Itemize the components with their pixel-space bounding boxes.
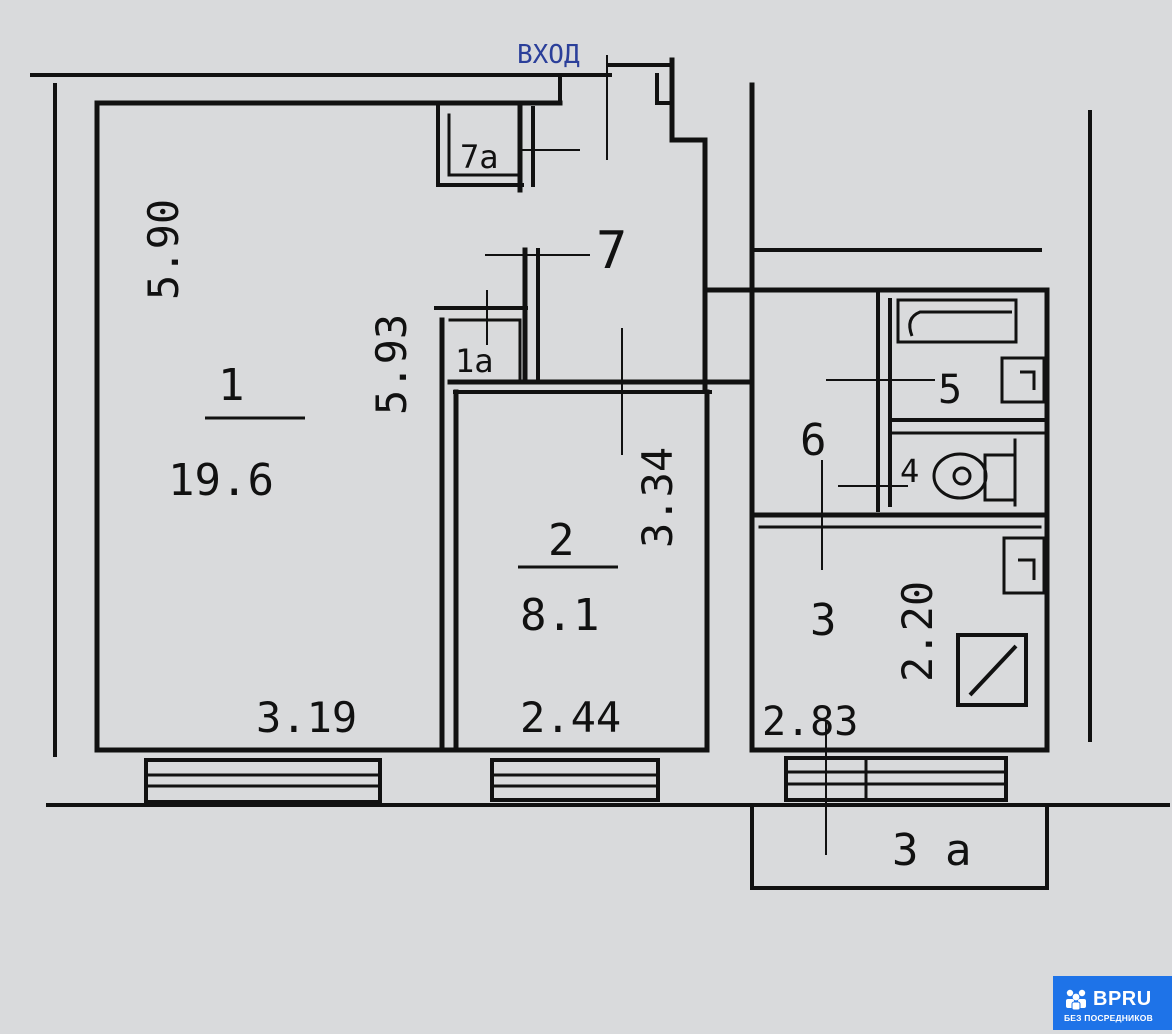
toilet-bowl	[932, 452, 988, 500]
room-2-area: 8.1	[520, 590, 599, 641]
room-7-number: 7	[596, 221, 627, 281]
niche-7a-inner	[447, 113, 522, 177]
bathtub-rim	[908, 310, 1012, 337]
kitchen-stove	[956, 633, 1028, 707]
room-labels: 1 19.6 2 8.1 3 3 а 4 5 6 7 1а 7а	[168, 138, 971, 876]
stove-diagonal	[968, 644, 1018, 697]
window-kitchen	[784, 756, 1008, 802]
bath-faucet	[1020, 370, 1036, 390]
bath-sink	[1000, 356, 1046, 404]
watermark-tagline: БЕЗ ПОСРЕДНИКОВ	[1064, 1013, 1153, 1023]
fixtures	[896, 298, 1046, 707]
watermark-badge: BPRU БЕЗ ПОСРЕДНИКОВ	[1053, 976, 1172, 1030]
room-1-number: 1	[218, 360, 245, 411]
entry-jamb-right	[655, 73, 674, 105]
room-6-number: 6	[800, 415, 827, 466]
window-room-1	[144, 758, 382, 804]
dim-room1-length: 5.90	[139, 199, 188, 300]
niche-7a-outer	[436, 101, 524, 187]
window-room-2	[490, 758, 660, 802]
room-4-number: 4	[900, 452, 919, 490]
entrance-label: ВХОД	[517, 40, 580, 70]
room-1a-number: 1а	[455, 342, 494, 380]
dim-room2-width: 2.44	[520, 693, 621, 742]
room-3-number: 3	[810, 595, 837, 646]
watermark-brand: BPRU	[1093, 987, 1152, 1010]
dim-room1-length-inner: 5.93	[367, 314, 416, 415]
room-5-number: 5	[938, 367, 962, 413]
corridor-wall-right	[669, 57, 708, 393]
room-2-number: 2	[548, 515, 575, 566]
dimension-labels: 5.90 5.93 3.19 2.44 3.34 2.83 2.20	[139, 199, 942, 745]
bathtub	[896, 298, 1018, 344]
niche-1a-inner	[448, 318, 522, 382]
dim-room2-length: 3.34	[633, 447, 682, 548]
room-3a-number: 3 а	[892, 825, 971, 876]
room-1-area: 19.6	[168, 455, 274, 506]
leader-lines	[205, 55, 935, 855]
walls	[30, 57, 1170, 890]
balcony-outline	[750, 803, 1049, 890]
dim-room3-width: 2.83	[762, 699, 858, 745]
windows	[144, 756, 1008, 804]
dim-room3-length: 2.20	[893, 581, 942, 682]
people-icon	[1066, 989, 1086, 1010]
dim-room1-width: 3.19	[256, 693, 357, 742]
kitchen-faucet	[1018, 558, 1036, 580]
room-1-wall-outline	[94, 100, 563, 753]
room-7a-number: 7а	[460, 138, 499, 176]
watermark-logo: BPRU	[1063, 986, 1152, 1012]
kitchen-sink	[1002, 536, 1046, 595]
toilet-seat	[952, 466, 972, 486]
